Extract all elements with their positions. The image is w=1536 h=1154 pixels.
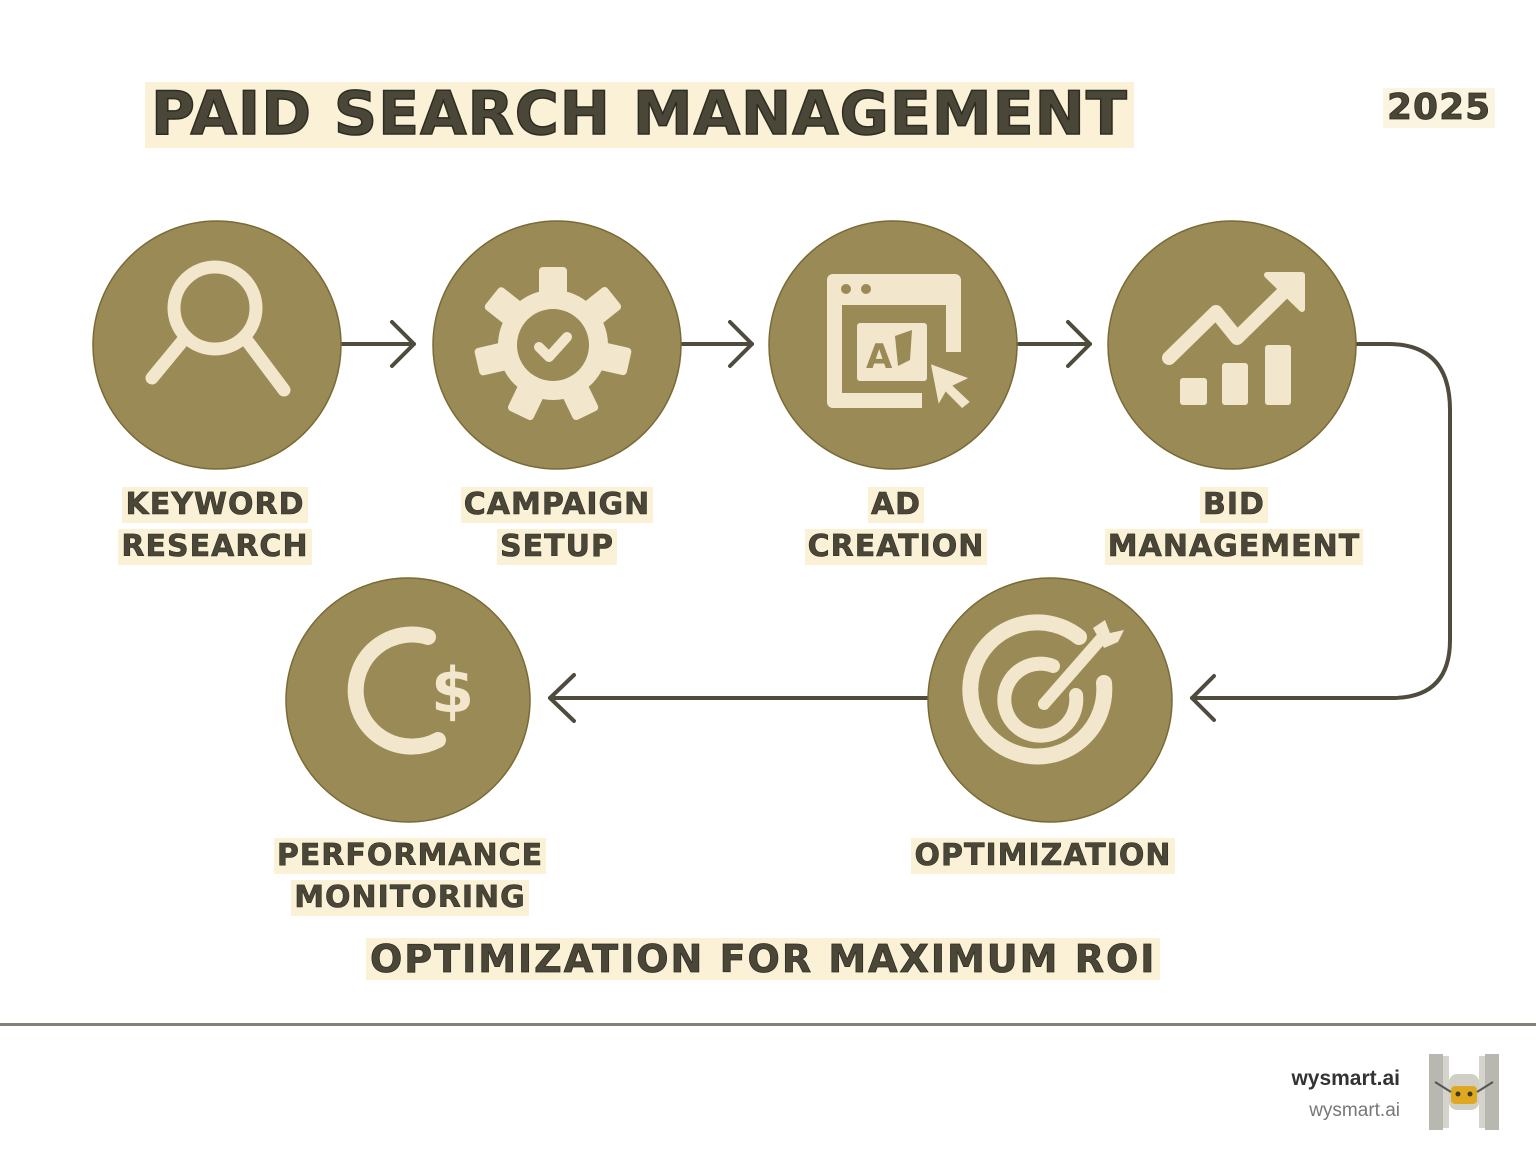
step-label-ad-creation: AD CREATION: [776, 487, 1016, 571]
step-label-optimization: OPTIMIZATION: [900, 838, 1186, 880]
arrow-bid-to-optimization: [1190, 342, 1452, 722]
brand-url: wysmart.ai: [1309, 1100, 1400, 1121]
year-badge: 2025: [1383, 88, 1496, 128]
gear-check-icon: [474, 267, 632, 421]
robot-logo-icon: [1429, 1054, 1499, 1130]
svg-text:$: $: [431, 654, 474, 727]
step-circle-bid-management: [1107, 220, 1357, 470]
step-circle-performance-monitoring: [285, 577, 531, 823]
step-label-bid-management: BID MANAGEMENT: [1092, 487, 1376, 571]
footer-caption: OPTIMIZATION FOR MAXIMUM ROI: [366, 938, 1161, 980]
trend-chart-icon: [1162, 272, 1305, 405]
brand-name: wysmart.ai: [1291, 1067, 1400, 1090]
step-label-campaign-setup: CAMPAIGN SETUP: [437, 487, 677, 571]
svg-text:A: A: [866, 337, 893, 377]
step-label-keyword-research: KEYWORD RESEARCH: [97, 487, 333, 571]
arrow-keyword-to-campaign: [340, 320, 416, 368]
target-arrow-icon: [962, 614, 1124, 765]
process-diagram: A $: [92, 220, 1452, 823]
page-title: PAID SEARCH MANAGEMENT: [145, 82, 1134, 148]
arrow-campaign-to-ad: [680, 320, 754, 368]
search-icon: [145, 260, 291, 397]
step-label-performance-monitoring: PERFORMANCE MONITORING: [262, 838, 558, 922]
arrow-ad-to-bid: [1017, 320, 1092, 368]
browser-ad-cursor-icon: A: [827, 274, 976, 413]
connector-arrows: [340, 320, 1452, 723]
arrow-optimization-to-performance: [548, 673, 932, 723]
cycle-dollar-icon: $: [347, 626, 474, 755]
divider: [0, 1023, 1536, 1026]
